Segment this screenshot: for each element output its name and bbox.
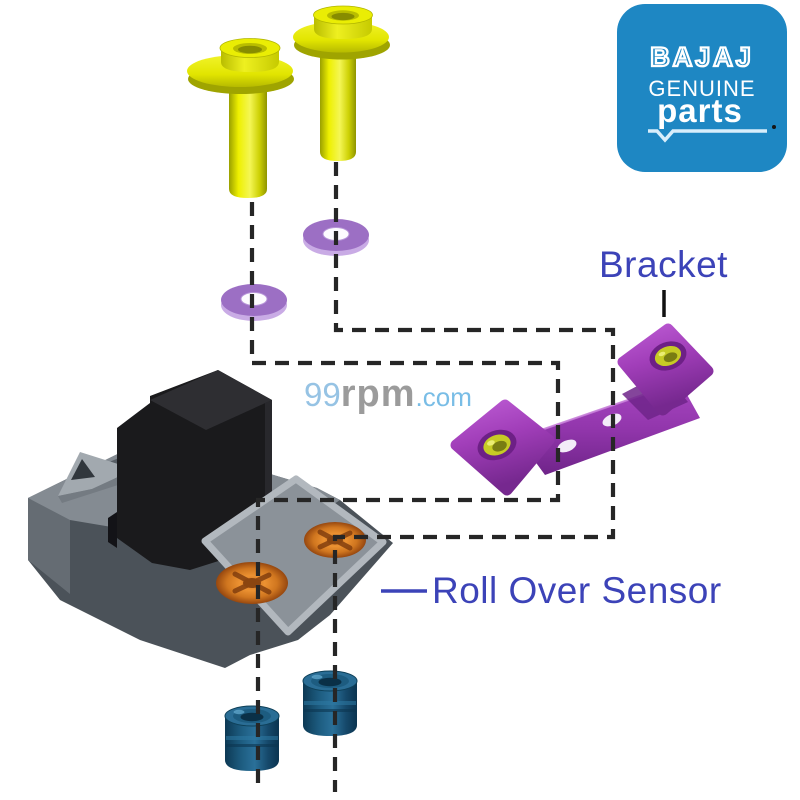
bracket-part: [450, 323, 714, 496]
grommet-groove: [226, 736, 278, 740]
hole-glint: [658, 351, 666, 357]
bracket-hole-right: [649, 341, 687, 371]
assembly-guide-right: [332, 162, 616, 792]
grommet-left: [224, 705, 280, 771]
logo-genuine-text: GENUINE: [648, 76, 755, 101]
sensor-base-left-face: [28, 498, 70, 594]
sensor-mounting-hole-left: [216, 562, 288, 604]
bracket-hole-left: [477, 429, 517, 461]
logo-parts-text: parts: [657, 92, 743, 129]
grommet-body: [225, 716, 279, 771]
hole-slot: [492, 440, 507, 452]
assembly-guides: [249, 162, 616, 792]
assembly-guide-left: [249, 202, 561, 790]
sensor-callout: Roll Over Sensor: [381, 570, 722, 611]
bolt-shaft: [229, 70, 267, 198]
grommet-bore: [240, 712, 264, 722]
logo-brand-text: BAJAJ: [650, 42, 754, 72]
watermark-num: 99: [304, 376, 341, 413]
bolt-shaft: [320, 36, 356, 161]
bracket-callout: Bracket: [599, 244, 728, 317]
bolt-socket-shadow: [238, 45, 262, 54]
sensor-connector-top: [150, 370, 272, 430]
logo-dot-artifact: [772, 125, 776, 129]
hole-glint: [487, 440, 495, 446]
watermark-rpm: rpm: [341, 373, 416, 415]
logo-underline: [648, 129, 767, 143]
sensor-connector-edge: [265, 400, 272, 521]
sensor-flange-hole: [71, 459, 95, 480]
brand-logo: BAJAJ GENUINE parts: [617, 4, 787, 172]
bolt-left: [187, 38, 294, 198]
hole-slot: [663, 352, 678, 363]
bolt-socket-shadow: [331, 12, 355, 21]
bolt-right: [293, 5, 390, 161]
watermark: 99rpm.com: [304, 373, 472, 415]
sensor-flange-underside: [58, 477, 118, 503]
bracket-slot-1: [557, 439, 577, 453]
bracket-label: Bracket: [599, 244, 728, 285]
watermark-dotcom: .com: [416, 382, 472, 412]
sensor-label: Roll Over Sensor: [432, 570, 722, 611]
grommet-groove: [226, 744, 278, 747]
sensor-connector-lip: [108, 512, 117, 548]
grommet-right: [302, 670, 358, 737]
grommet-glint: [233, 709, 245, 715]
sensor-body: [28, 370, 393, 668]
